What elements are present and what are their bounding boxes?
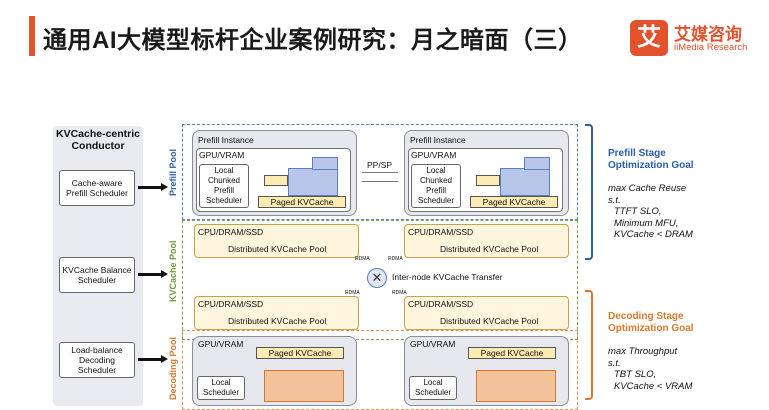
decoding-goal-title-text: Decoding Stage Optimization Goal [608, 311, 694, 334]
gpu-vram-label-right: GPU/VRAM [411, 150, 457, 160]
decoding-blocks-left [264, 370, 344, 402]
paged-kvcache-dr: Paged KVCache [468, 347, 556, 359]
prefill-goal-line-3: Minimum MFU, [614, 217, 679, 229]
local-scheduler-left: Local Scheduler [197, 376, 245, 400]
distributed-pool-label-bl: Distributed KVCache Pool [228, 316, 327, 326]
prefill-goal-bracket [585, 124, 593, 260]
rdma-label-2: RDMA [388, 256, 403, 262]
mooncake-architecture-diagram: KVCache-centric Conductor Cache-aware Pr… [53, 124, 728, 410]
rdma-label-1: RDMA [355, 256, 370, 262]
prefill-compute-blocks-top-left [312, 157, 338, 170]
conductor-title: KVCache-centric Conductor [55, 128, 141, 152]
prefill-goal-title: Prefill Stage Optimization Goal [608, 148, 728, 172]
rdma-label-4: RDMA [392, 290, 407, 296]
gpu-vram-label: GPU/VRAM [199, 150, 245, 160]
prefill-instance-label-left: Prefill Instance [198, 135, 254, 145]
pp-sp-label: PP/SP [367, 160, 393, 170]
paged-kvcache-right: Paged KVCache [470, 196, 558, 208]
prefill-pool-region [182, 124, 578, 220]
title-accent-bar [29, 16, 35, 56]
prefill-pool-label: Prefill Pool [168, 148, 178, 196]
prefill-scheduler-arrow [138, 183, 168, 191]
cpu-dram-ssd-label-br: CPU/DRAM/SSD [408, 299, 474, 309]
cpu-dram-ssd-label-bl: CPU/DRAM/SSD [198, 299, 264, 309]
cache-aware-prefill-scheduler: Cache-aware Prefill Scheduler [59, 170, 135, 206]
prefill-compute-blocks-left [288, 168, 338, 196]
local-chunked-prefill-scheduler-left: Local Chunked Prefill Scheduler [199, 164, 249, 208]
decoding-scheduler-arrow [138, 355, 168, 363]
logo-mark: 艾 [630, 20, 668, 56]
prefill-goal-line-4: KVCache < DRAM [614, 229, 693, 240]
paged-kvcache-dl: Paged KVCache [256, 347, 344, 359]
pp-sp-double-arrow [362, 172, 398, 182]
kvcache-pool-label: KVCache Pool [168, 240, 178, 302]
local-chunked-prefill-scheduler-right: Local Chunked Prefill Scheduler [411, 164, 461, 208]
kvcache-pool-region [182, 220, 578, 340]
prefill-goal-line-0: max Cache Reuse [608, 183, 687, 194]
cpu-store-bottom-right [404, 296, 569, 330]
token-chunk-right [476, 175, 500, 186]
decoding-goal-bracket [585, 290, 593, 400]
cpu-dram-ssd-label: CPU/DRAM/SSD [198, 227, 264, 237]
distributed-pool-label: Distributed KVCache Pool [228, 244, 327, 254]
logo-english-name: iiMedia Research [674, 42, 748, 53]
page-title: 通用AI大模型标杆企业案例研究：月之暗面（三） [43, 27, 583, 54]
paged-kvcache-left: Paged KVCache [258, 196, 346, 208]
gpu-vram-label-dr: GPU/VRAM [410, 339, 456, 349]
decoding-goal-line-3: KVCache < VRAM [614, 380, 693, 392]
cpu-store-bottom-left [194, 296, 359, 330]
prefill-instance-label-right: Prefill Instance [410, 135, 466, 145]
distributed-pool-label-tr: Distributed KVCache Pool [440, 244, 539, 254]
prefill-goal-body: max Cache Reuse s.t. TTFT SLO, Minimum M… [608, 183, 693, 241]
decoding-goal-title: Decoding Stage Optimization Goal [608, 311, 728, 335]
decoding-goal-body: max Throughput s.t. TBT SLO, KVCache < V… [608, 346, 692, 392]
cpu-store-top-right [404, 224, 569, 258]
token-chunk-left [264, 175, 288, 186]
rdma-switch-icon: ✕ [367, 268, 387, 288]
decoding-goal-line-2: TBT SLO, [614, 369, 657, 380]
logo-chinese-name: 艾媒咨询 [674, 25, 742, 44]
prefill-compute-blocks-right [500, 168, 550, 196]
decoding-goal-line-1: s.t. [608, 357, 621, 369]
cpu-store-top-left [194, 224, 359, 258]
prefill-compute-blocks-top-right [524, 157, 550, 170]
gpu-vram-label-dl: GPU/VRAM [198, 339, 244, 349]
load-balance-decoding-scheduler: Load-balance Decoding Scheduler [59, 342, 135, 378]
rdma-label-3: RDMA [345, 290, 360, 296]
local-scheduler-right: Local Scheduler [409, 376, 457, 400]
kvcache-balance-scheduler: KVCache Balance Scheduler [59, 257, 135, 293]
distributed-pool-label-br: Distributed KVCache Pool [440, 316, 539, 326]
prefill-goal-line-1: s.t. [608, 194, 621, 206]
decoding-blocks-right [476, 370, 556, 402]
prefill-goal-line-2: TTFT SLO, [614, 206, 662, 217]
inter-node-transfer-label: Inter-node KVCache Transfer [392, 272, 503, 282]
decoding-goal-line-0: max Throughput [608, 346, 678, 357]
balance-scheduler-arrow [138, 270, 168, 278]
prefill-goal-title-text: Prefill Stage Optimization Goal [608, 148, 694, 171]
iimedia-logo: 艾 艾媒咨询 iiMedia Research [630, 20, 750, 58]
decoding-pool-label: Decoding Pool [168, 337, 178, 400]
cpu-dram-ssd-label-tr: CPU/DRAM/SSD [408, 227, 474, 237]
